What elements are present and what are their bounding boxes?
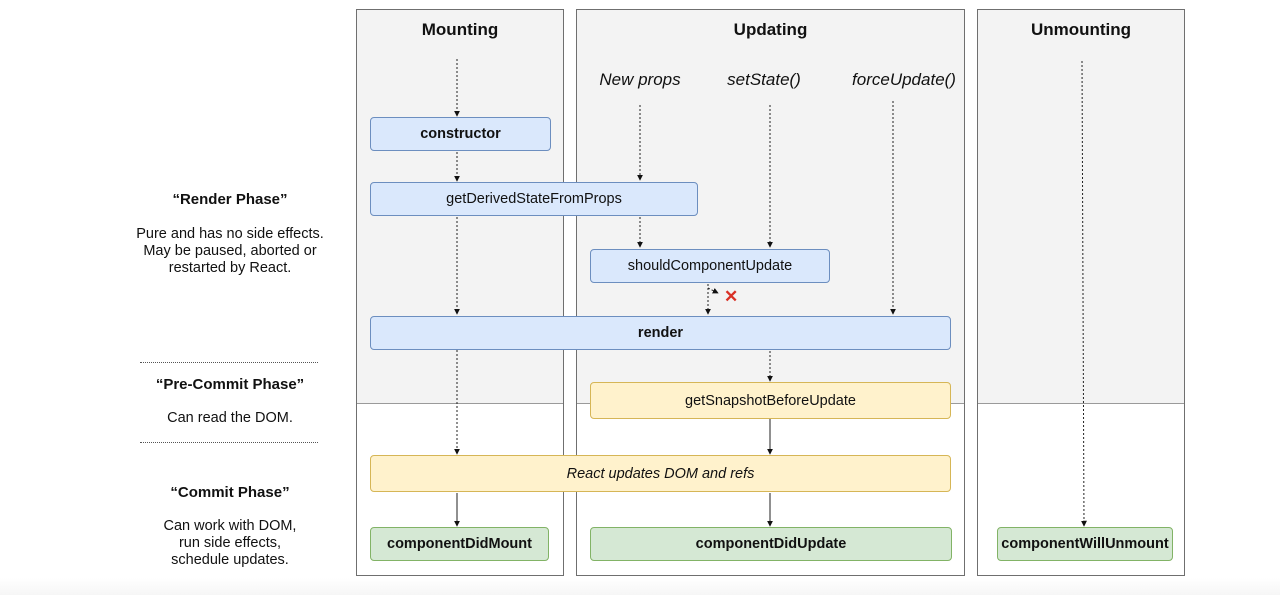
should-component-update-box: shouldComponentUpdate <box>590 249 830 283</box>
react-updates-dom-box: React updates DOM and refs <box>370 455 951 492</box>
render-phase-title: “Render Phase” <box>172 191 288 208</box>
pre-commit-phase-title: “Pre-Commit Phase” <box>155 376 305 393</box>
get-snapshot-before-update-box: getSnapshotBeforeUpdate <box>590 382 951 419</box>
new-props-trigger: New props <box>599 70 681 89</box>
render-phase-description: Pure and has no side effects. May be pau… <box>136 226 324 276</box>
commit-phase-title: “Commit Phase” <box>170 484 290 501</box>
component-did-mount-box: componentDidMount <box>370 527 549 561</box>
commit-phase-description: Can work with DOM, run side effects, sch… <box>163 518 297 568</box>
unmounting-column-title: Unmounting <box>1030 20 1132 39</box>
unmounting-column: Unmounting <box>977 9 1185 576</box>
component-will-unmount-box: componentWillUnmount <box>997 527 1173 561</box>
component-did-update-box: componentDidUpdate <box>590 527 952 561</box>
force-update-trigger: forceUpdate() <box>852 70 956 89</box>
render-box: render <box>370 316 951 350</box>
pre-commit-phase-description: Can read the DOM. <box>167 410 293 426</box>
phase-divider-1 <box>140 362 318 363</box>
phase-divider-2 <box>140 442 318 443</box>
cross-icon: ✕ <box>724 287 739 306</box>
updating-column-title: Updating <box>733 20 808 39</box>
get-derived-state-from-props-box: getDerivedStateFromProps <box>370 182 698 216</box>
mounting-column-title: Mounting <box>421 20 499 39</box>
set-state-trigger: setState() <box>727 70 801 89</box>
constructor-box: constructor <box>370 117 551 151</box>
bottom-shadow <box>0 578 1280 595</box>
